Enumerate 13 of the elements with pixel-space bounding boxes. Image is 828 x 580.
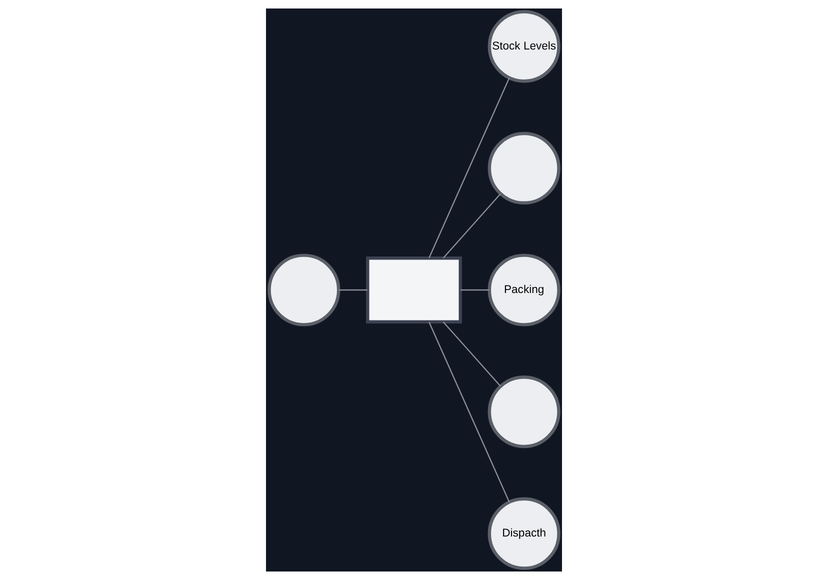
connector [442,322,501,387]
node-circle [488,376,560,448]
node-circle: Packing [488,254,560,326]
connector [338,289,368,291]
node-circle [488,132,560,204]
node-circle: Dispacth [488,497,560,570]
node-circle [268,254,340,326]
node-box [366,256,462,324]
connector [460,289,490,291]
connector [442,193,501,258]
connector [428,78,510,258]
connector [428,322,510,502]
node-circle: Stock Levels [488,10,560,83]
